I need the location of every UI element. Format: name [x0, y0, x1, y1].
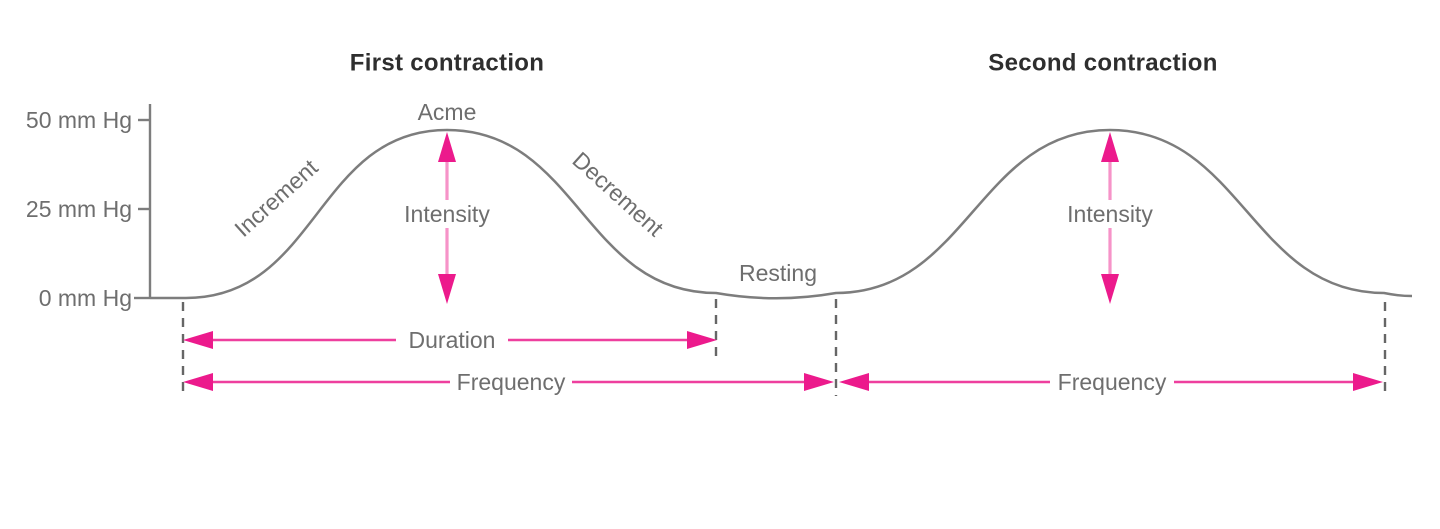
arrowhead-down-icon [1101, 274, 1119, 304]
frequency-label-second: Frequency [1058, 369, 1167, 395]
arrowhead-right-icon [1353, 373, 1383, 391]
increment-label: Increment [229, 154, 323, 242]
arrowhead-right-icon [687, 331, 717, 349]
second-contraction-title: Second contraction [988, 50, 1217, 77]
arrowhead-left-icon [183, 373, 213, 391]
intensity-arrow-first-heads [438, 132, 456, 304]
arrowhead-left-icon [839, 373, 869, 391]
arrowhead-down-icon [438, 274, 456, 304]
frequency-arrow-second-heads [839, 373, 1383, 391]
frequency-label-first: Frequency [457, 369, 566, 395]
dashed-reference-lines [181, 299, 1387, 396]
duration-arrow-heads [183, 331, 717, 349]
intensity-arrow-second-heads [1101, 132, 1119, 304]
intensity-label-second: Intensity [1067, 201, 1153, 227]
decrement-label: Decrement [568, 147, 669, 242]
contraction-curve [150, 128, 1413, 300]
first-contraction-title: First contraction [350, 50, 544, 77]
frequency-arrow-first [183, 373, 834, 391]
axis-label-50: 50 mm Hg [26, 107, 132, 133]
arrowhead-left-icon [183, 331, 213, 349]
intensity-label-first: Intensity [404, 201, 490, 227]
axis-label-0: 0 mm Hg [39, 285, 132, 311]
arrowhead-up-icon [438, 132, 456, 162]
pressure-axis [134, 104, 152, 300]
intensity-arrow-second [1101, 132, 1119, 304]
frequency-arrow-first-heads [183, 373, 834, 391]
duration-label: Duration [409, 327, 496, 353]
axis-label-25: 25 mm Hg [26, 196, 132, 222]
arrowhead-up-icon [1101, 132, 1119, 162]
frequency-arrow-second [839, 373, 1383, 391]
arrowhead-right-icon [804, 373, 834, 391]
acme-label: Acme [418, 99, 477, 125]
intensity-arrow-first [438, 132, 456, 304]
resting-label: Resting [739, 260, 817, 286]
duration-arrow [183, 331, 717, 349]
